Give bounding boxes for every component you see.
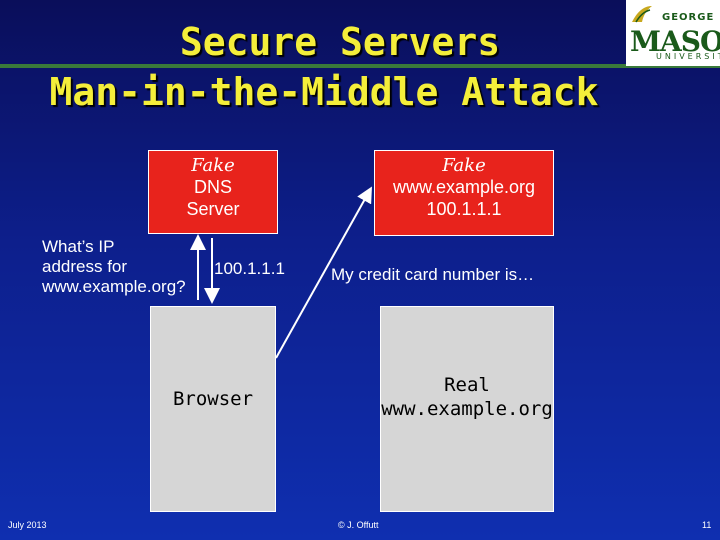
question-line3: www.example.org? [42,277,186,296]
logo-leaf-icon [632,6,652,23]
fake-dns-line1: DNS [193,177,232,197]
real-website-box: Real www.example.org [380,306,554,512]
slide-title-line-1: Secure Servers [179,20,501,64]
fake-site-ip: 100.1.1.1 [426,199,502,219]
browser-label: Browser [172,388,254,410]
footer-author: © J. Offutt [338,520,379,530]
dns-answer-ip: 100.1.1.1 [214,259,285,278]
university-logo: GEORGE MASON UNIVERSITY [626,0,720,66]
footer-date: July 2013 [8,520,47,530]
question-line2: address for [42,257,128,276]
fake-site-domain: www.example.org [392,177,536,197]
fake-site-fake-label: Fake [442,155,486,176]
arrow-browser-to-fake-site [275,186,372,359]
fake-website-box: Fake www.example.org 100.1.1.1 [374,150,554,236]
real-site-domain: www.example.org [381,398,553,420]
footer-page-number: 11 [702,520,712,530]
logo-george-text: GEORGE [662,12,715,23]
fake-dns-line2: Server [186,199,240,219]
fake-dns-fake-label: Fake [191,155,235,176]
logo-university-text: UNIVERSITY [656,52,720,61]
question-line1: What’s IP [42,237,115,256]
real-site-real-label: Real [444,374,490,396]
slide-title-line-2: Man-in-the-Middle Attack [49,70,599,114]
fake-dns-server-box: Fake DNS Server [148,150,278,234]
dns-question-text: What’s IP address for www.example.org? [42,237,186,297]
credit-card-message: My credit card number is… [331,265,535,284]
logo-mason-text: MASON [630,25,720,58]
title-rule [0,64,720,68]
browser-box: Browser [150,306,276,512]
